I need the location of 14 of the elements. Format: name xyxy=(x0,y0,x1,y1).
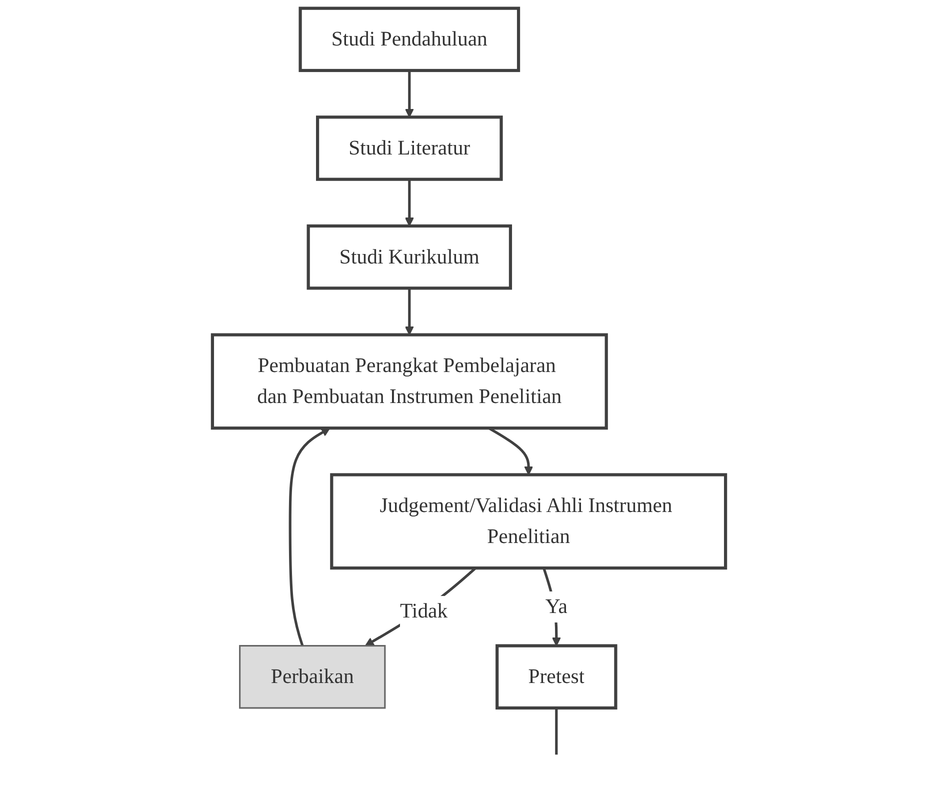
node-box: Studi Pendahuluan xyxy=(298,6,520,72)
node-box: Perbaikan xyxy=(239,645,386,709)
node-box: Studi Kurikulum xyxy=(306,224,512,290)
edge-label: Ya xyxy=(545,596,568,618)
node-box: Judgement/Validasi Ahli Instrumen Penelitian xyxy=(330,473,728,570)
arrow xyxy=(404,288,414,336)
arrow xyxy=(404,70,414,118)
arrow xyxy=(404,179,414,226)
connector xyxy=(555,708,558,755)
arrow xyxy=(288,428,330,646)
edge-label: Tidak xyxy=(400,600,448,623)
node-box: Studi Literatur xyxy=(316,116,503,181)
node-box: Pretest xyxy=(496,644,618,710)
node-box: Pembuatan Perangkat Pembelajaran dan Pembuatan Instrumen Penelitian xyxy=(210,333,608,430)
